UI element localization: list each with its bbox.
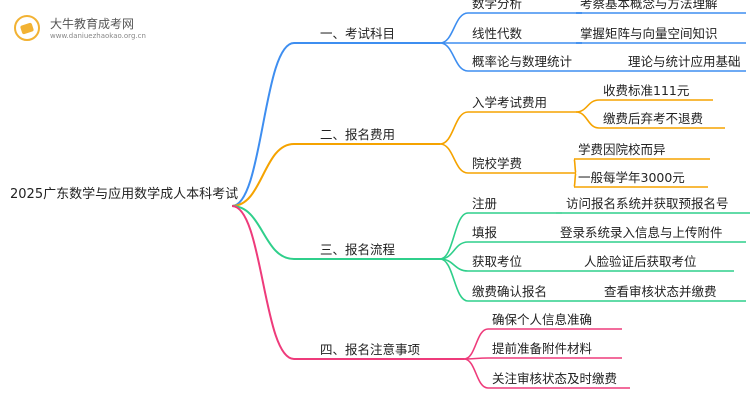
connector-branch-2 — [231, 143, 295, 207]
connector-2-1-2 — [575, 111, 600, 129]
topic-2-1: 入学考试费用 — [472, 95, 548, 110]
connector-branch-1 — [231, 42, 295, 207]
detail-2-2-2: 一般每学年3000元 — [578, 170, 685, 185]
topic-3-4: 缴费确认报名 — [472, 284, 548, 299]
detail-3-4-1: 查看审核状态并缴费 — [604, 284, 717, 299]
connector-2-2-1 — [573, 158, 577, 174]
detail-3-3-1: 人脸验证后获取考位 — [584, 254, 697, 269]
detail-2-1-1: 收费标准111元 — [603, 83, 690, 98]
topic-3-3: 获取考位 — [472, 254, 523, 269]
detail-3-2-1: 登录系统录入信息与上传附件 — [560, 225, 723, 240]
topic-4-2: 提前准备附件材料 — [492, 341, 593, 356]
topic-1-2: 线性代数 — [472, 26, 523, 41]
connector-3-4 — [439, 258, 469, 302]
connector-1-3 — [439, 42, 469, 72]
topic-3-2: 填报 — [472, 225, 498, 240]
branch-1-title: 一、考试科目 — [320, 26, 396, 41]
topic-1-1: 数学分析 — [472, 0, 523, 11]
topic-3-1: 注册 — [472, 196, 498, 211]
topic-2-2: 院校学费 — [472, 156, 523, 171]
connector-2-1-1 — [575, 99, 600, 113]
detail-1-1-1: 考察基本概念与方法理解 — [580, 0, 718, 11]
connector-branch-3 — [231, 205, 295, 260]
detail-2-1-2: 缴费后弃考不退费 — [603, 111, 704, 126]
detail-2-2-1: 学费因院校而异 — [578, 142, 666, 157]
detail-3-1-1: 访问报名系统并获取预报名号 — [566, 196, 729, 211]
topic-4-3: 关注审核状态及时缴费 — [492, 371, 618, 386]
connector-2-2 — [439, 143, 469, 174]
connector-3-1 — [439, 212, 469, 260]
root-topic: 2025广东数学与应用数学成人本科考试 — [10, 187, 239, 202]
connector-2-1 — [439, 111, 469, 145]
detail-1-3-1: 理论与统计应用基础 — [628, 54, 741, 69]
topic-1-3: 概率论与数理统计 — [472, 54, 573, 69]
connector-branch-4 — [231, 205, 295, 360]
topic-4-1: 确保个人信息准确 — [492, 312, 593, 327]
connector-2-2-2 — [573, 172, 577, 188]
branch-2-title: 二、报名费用 — [320, 127, 396, 142]
branch-3-title: 三、报名流程 — [320, 242, 396, 257]
connector-4-3 — [463, 358, 489, 389]
connector-4-1 — [463, 328, 489, 360]
detail-1-2-1: 掌握矩阵与向量空间知识 — [580, 26, 718, 41]
branch-4-title: 四、报名注意事项 — [320, 342, 421, 357]
connector-1-1 — [439, 12, 469, 44]
